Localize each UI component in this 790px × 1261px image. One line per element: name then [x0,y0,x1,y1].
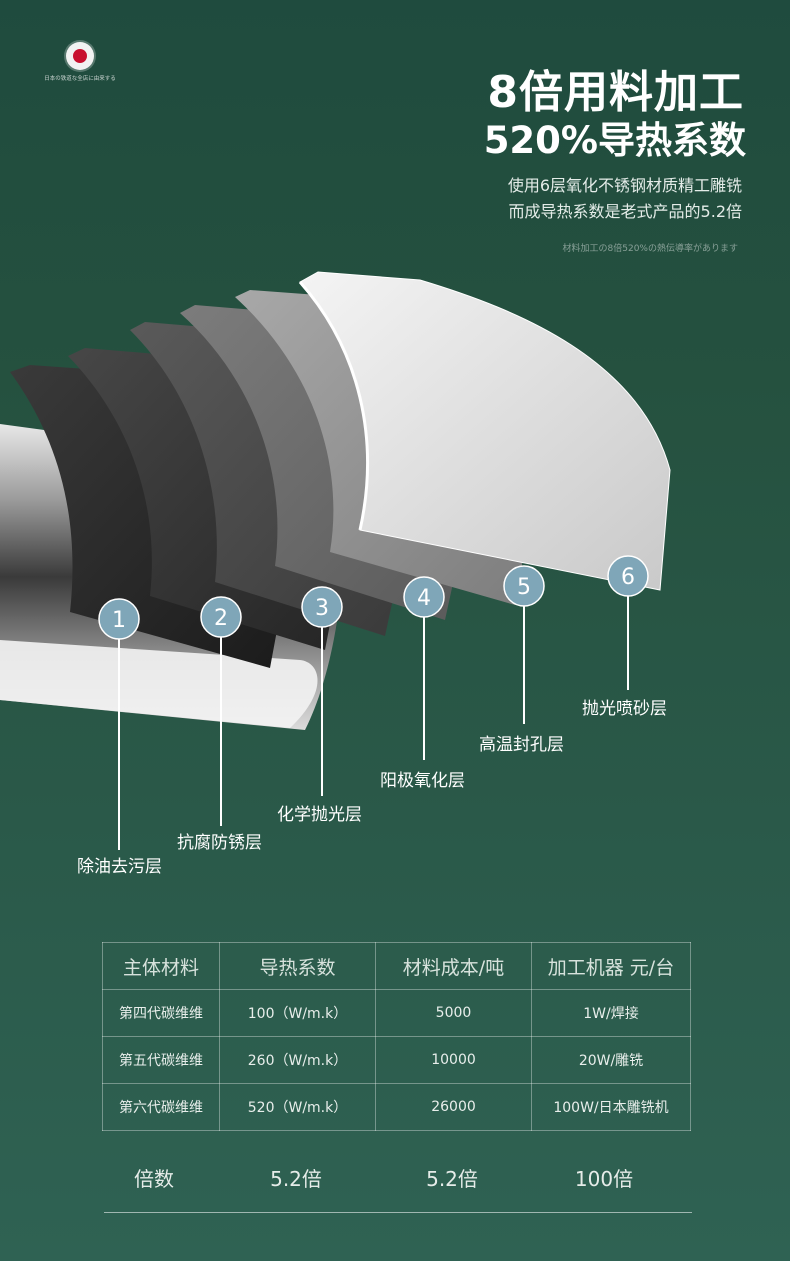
japanese-note: 材料加工の8倍520%の熱伝導率があります [562,244,738,254]
brand-logo-icon [66,42,94,70]
table-row: 第四代碳维维 100（W/m.k） 5000 1W/焊接 [102,989,691,1037]
table-header-cell: 材料成本/吨 [375,942,532,990]
layer-badge-5: 5 [503,565,545,607]
headline-line-1: 8倍用料加工 [487,67,744,118]
table-cell: 100W/日本雕铣机 [531,1083,691,1131]
table-header-cell: 主体材料 [102,942,220,990]
layer-badge-number: 4 [417,586,431,611]
table-cell: 10000 [375,1036,532,1084]
table-cell: 第四代碳维维 [102,989,220,1037]
description-line-2: 而成导热系数是老式产品的5.2倍 [508,202,742,221]
layer-label-6: 抛光喷砂层 [582,699,667,719]
layer-badge-number: 6 [621,565,635,590]
logo-caption: 日本の铁道な全店に由来する [44,76,116,82]
layer-badge-number: 2 [214,606,228,631]
multiplier-value: 5.2倍 [270,1167,322,1191]
callout-lines [118,595,629,850]
layer-badge-1: 1 [98,598,140,640]
multiplier-label: 倍数 [134,1167,174,1191]
headline-line-2: 520%导热系数 [483,119,746,162]
layer-badge-6: 6 [607,555,649,597]
layer-label-3: 化学抛光层 [277,805,362,825]
layer-badge-3: 3 [301,586,343,628]
layer-badge-2: 2 [200,596,242,638]
table-cell: 100（W/m.k） [219,989,376,1037]
layer-badges: 1 2 3 4 5 6 [98,555,649,640]
multiplier-row: 倍数 5.2倍 5.2倍 100倍 [104,1152,692,1213]
layer-badge-number: 3 [315,596,329,621]
table-header-row: 主体材料 导热系数 材料成本/吨 加工机器 元/台 [102,942,691,990]
layer-label-1: 除油去污层 [77,857,162,877]
layer-label-4: 阳极氧化层 [380,771,465,791]
layer-badge-4: 4 [403,576,445,618]
multiplier-value: 100倍 [574,1167,634,1191]
layer-badge-number: 1 [112,608,126,633]
table-row: 第六代碳维维 520（W/m.k） 26000 100W/日本雕铣机 [102,1083,691,1131]
table-cell: 5000 [375,989,532,1037]
description-line-1: 使用6层氧化不锈钢材质精工雕铣 [507,176,742,195]
table-header-cell: 导热系数 [219,942,376,990]
table-cell: 第六代碳维维 [102,1083,220,1131]
table-header-cell: 加工机器 元/台 [531,942,691,990]
multiplier-value: 5.2倍 [426,1167,478,1191]
table-cell: 26000 [375,1083,532,1131]
tube-rim [0,640,318,728]
table-cell: 第五代碳维维 [102,1036,220,1084]
table-row: 第五代碳维维 260（W/m.k） 10000 20W/雕铣 [102,1036,691,1084]
layers-illustration: 1 2 3 4 5 6 [0,272,670,850]
table-cell: 520（W/m.k） [219,1083,376,1131]
spec-table: 主体材料 导热系数 材料成本/吨 加工机器 元/台 第四代碳维维 100（W/m… [102,942,691,1131]
table-cell: 20W/雕铣 [531,1036,691,1084]
layer-6-edge [298,281,369,531]
layer-label-5: 高温封孔层 [479,735,564,755]
layer-label-2: 抗腐防锈层 [177,833,262,853]
layer-badge-number: 5 [517,575,531,600]
table-cell: 260（W/m.k） [219,1036,376,1084]
table-cell: 1W/焊接 [531,989,691,1037]
